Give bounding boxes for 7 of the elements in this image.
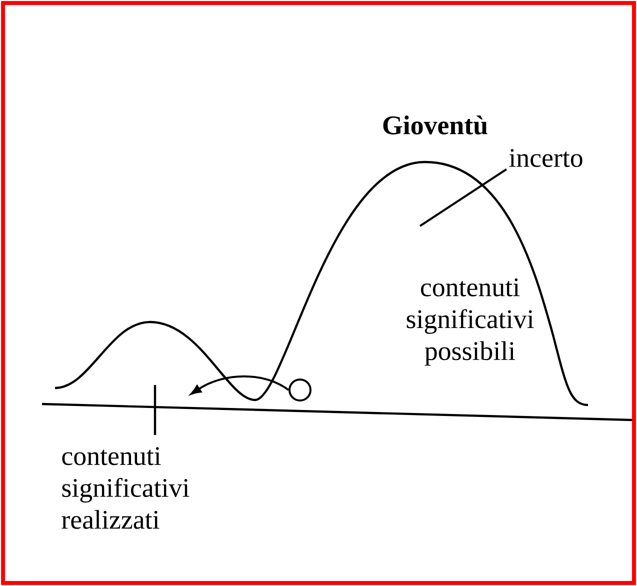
label-text: contenuti significativi possibili: [406, 278, 534, 366]
title-text: Gioventù: [383, 116, 488, 134]
arrow: [190, 375, 290, 395]
small-circle: [288, 378, 312, 402]
label-text: incerto: [509, 148, 582, 168]
leader-line: [419, 168, 508, 227]
label-text: contenuti significativi realizzati: [62, 447, 190, 529]
